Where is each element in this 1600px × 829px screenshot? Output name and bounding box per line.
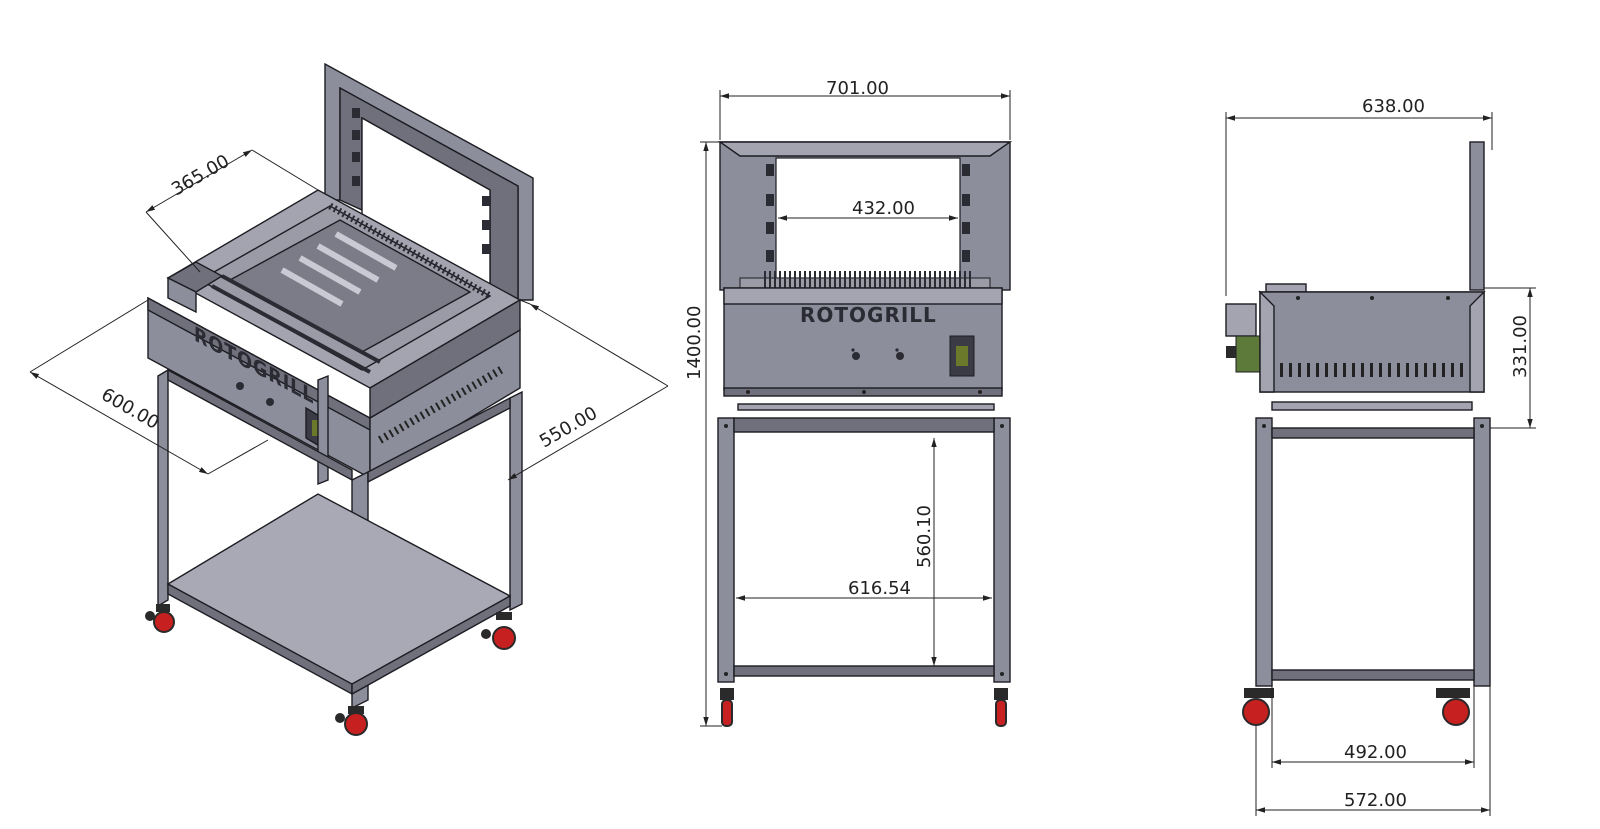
dim-front-stand-height: 560.10 [914,505,935,568]
dim-front-total-width: 701.00 [826,78,889,99]
dim-side-box-height: 331.00 [1510,315,1531,378]
dim-side-total-depth: 638.00 [1362,96,1425,117]
dim-iso-width: 600.00 [98,384,163,434]
dim-side-wheelbase: 492.00 [1344,742,1407,763]
dim-side-stand-depth: 572.00 [1344,790,1407,811]
front-brand-label: ROTOGRILL [800,303,937,327]
dim-front-window-width: 432.00 [852,198,915,219]
front-view: ROTOGRILL 701.00 432.00 1400.00 560. [684,78,1013,727]
side-view: 638.00 331.00 492.00 572.00 [1225,96,1536,816]
isometric-view: ROTOGRILL [29,62,669,736]
dim-front-total-height: 1400.00 [684,306,705,380]
dim-front-stand-width: 616.54 [848,578,911,599]
dim-iso-depth-top: 365.00 [168,151,233,201]
